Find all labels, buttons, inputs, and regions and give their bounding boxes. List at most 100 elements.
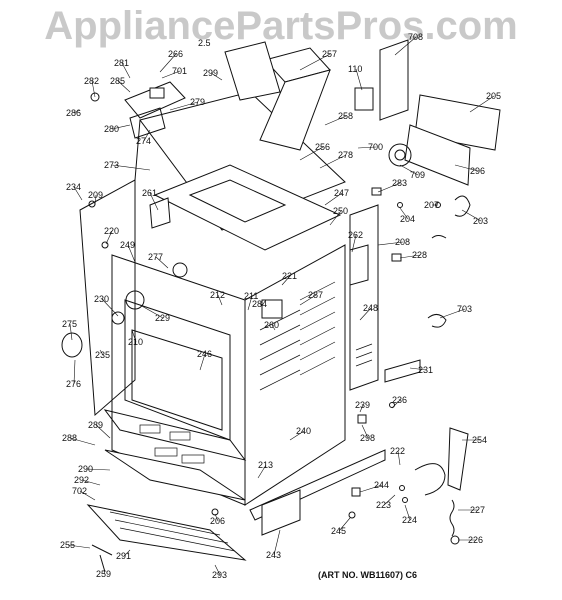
leader-line-293 [214,564,221,576]
part-label-234: 234 [66,182,81,192]
leader-line-234 [73,186,83,201]
leader-line-203 [461,209,482,222]
part-label-288: 288 [62,433,77,443]
leader-line-213 [257,464,267,479]
part-label-243: 243 [266,550,281,560]
leader-line-236 [391,399,401,409]
leader-line-257 [299,53,331,71]
part-label-275: 275 [62,319,77,329]
leader-lines [67,36,495,576]
leader-line-221 [281,275,291,286]
leader-line-273 [111,164,151,171]
part-label-276: 276 [66,379,81,389]
part-label-291: 291 [116,551,131,561]
part-label-245: 245 [331,526,346,536]
part-label-289: 289 [88,420,103,430]
leader-line-206 [214,513,219,522]
leader-line-299 [210,72,223,81]
part-label-293: 293 [212,570,227,580]
part-label-224: 224 [402,515,417,525]
part-label-249: 249 [120,240,135,250]
leader-line-224 [404,504,411,521]
leader-line-239 [359,404,364,413]
leader-line-280 [111,124,131,130]
leader-line-287 [299,294,317,306]
part-label-239: 239 [355,400,370,410]
leader-line-262 [351,234,357,253]
leader-line-298 [361,424,369,439]
leader-line-276 [73,359,76,385]
leader-line-284 [259,303,263,306]
leader-line-292 [81,479,101,486]
part-label-250: 250 [333,206,348,216]
part-label-280: 280 [104,124,119,134]
part-label-285: 285 [110,76,125,86]
part-label-274: 274 [136,136,151,146]
leader-line-286 [73,109,81,114]
part-label-210: 210 [128,337,143,347]
leader-line-283 [377,182,401,193]
part-label-266: 266 [168,49,183,59]
part-label-262: 262 [348,230,363,240]
part-label-212: 212 [210,290,225,300]
leader-line-229 [139,304,164,319]
leader-line-228 [399,254,421,259]
leader-line-261 [149,192,159,211]
leader-line-260 [271,324,276,331]
leader-line-279 [169,101,199,111]
part-label-259: 259 [96,569,111,579]
part-label-213: 213 [258,460,273,470]
leader-line-246 [199,353,206,371]
part-label-290: 290 [78,464,93,474]
watermark: AppliancePartsPros.com [44,4,518,48]
oven-body [79,91,386,561]
part-label-236: 236 [392,395,407,405]
part-label-261: 261 [142,188,157,198]
part-label-282: 282 [84,76,99,86]
leader-line-204 [399,207,409,220]
leader-line-240 [289,430,305,441]
leader-line-255 [67,544,91,549]
bracket-parts [354,39,409,121]
flue-duct [224,41,331,151]
part-label-260: 260 [264,320,279,330]
leader-line-266 [159,53,177,73]
leader-line-247 [324,192,343,206]
leader-line-282 [91,80,96,98]
leader-line-256 [299,146,324,161]
leader-line-290 [85,468,111,471]
leader-line-258 [324,115,347,126]
part-label-255: 255 [60,540,75,550]
part-label-246: 246 [197,349,212,359]
part-label-277: 277 [148,252,163,262]
leader-line-110 [355,68,363,91]
part-label-292: 292 [74,475,89,485]
leader-line-209 [94,194,97,206]
part-label-235: 235 [95,350,110,360]
burner-assembly [90,81,186,139]
leader-line-208 [377,241,404,246]
leader-line-702 [79,490,96,501]
leader-line-701 [161,70,181,79]
leader-line-291 [123,549,131,557]
leader-line-296 [454,164,479,172]
part-label-273: 273 [104,160,119,170]
leader-line-243 [273,529,281,556]
part-label-284: 284 [252,299,267,309]
leader-line-274 [143,129,151,142]
leader-line-703 [439,308,466,319]
part-label-207: 207 [424,200,439,210]
part-label-223: 223 [376,500,391,510]
part-label-230: 230 [94,294,109,304]
leader-line-285 [117,80,131,93]
leader-line-709 [399,164,419,176]
part-label-702: 702 [72,486,87,496]
part-label-206: 206 [210,516,225,526]
leader-line-220 [105,230,113,245]
leader-line-289 [95,424,111,439]
leader-line-223 [383,494,396,506]
hardware [61,187,471,573]
leader-line-235 [99,349,104,356]
leader-line-249 [127,244,136,263]
leader-line-210 [131,329,137,343]
